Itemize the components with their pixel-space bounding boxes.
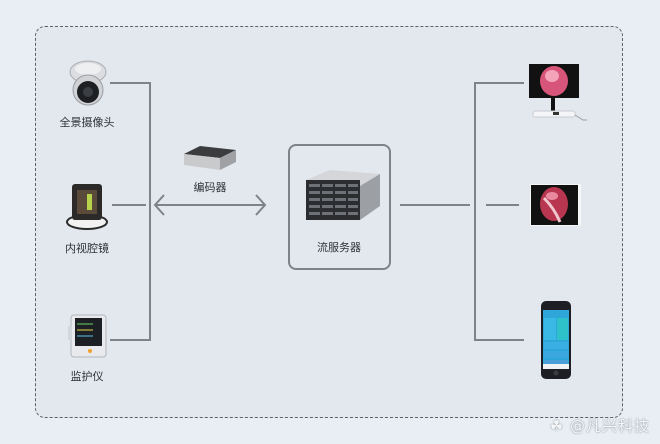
- monitor-label: 监护仪: [70, 370, 104, 383]
- watermark-text: @凡兴科技: [569, 417, 650, 435]
- rack-server-icon: [306, 170, 380, 220]
- camera-connector: [110, 82, 144, 84]
- endoscope-label: 内视腔镜: [65, 242, 109, 255]
- server-label: 流服务器: [317, 241, 361, 254]
- encoder-box-icon: [184, 146, 236, 170]
- smartphone-icon: [541, 301, 571, 379]
- endoscope-device-icon: [66, 184, 108, 230]
- left-bracket-vertical: [149, 82, 151, 340]
- camera-label: 全景摄像头: [59, 116, 115, 129]
- endoscopy-display-icon: [529, 64, 587, 121]
- encoder-server-double-arrow: [153, 194, 267, 216]
- encoder-label: 编码器: [193, 181, 227, 194]
- toutiao-logo-icon: ☘: [549, 417, 565, 435]
- display-station-connector: [474, 82, 524, 84]
- right-bracket-vertical: [474, 82, 476, 340]
- camera-connector-corner: [142, 82, 151, 84]
- watermark: ☘ @凡兴科技: [550, 415, 650, 436]
- tablet-connector: [486, 204, 519, 206]
- phone-connector: [474, 339, 524, 341]
- monitor-connector: [110, 339, 151, 341]
- patient-monitor-icon: [68, 314, 107, 358]
- server-output-connector: [400, 204, 470, 206]
- system-boundary-frame: [35, 26, 623, 418]
- server-node: [288, 144, 391, 270]
- arrow-head-right: [255, 194, 267, 216]
- arrow-head-left: [153, 194, 165, 216]
- endoscope-connector: [112, 204, 146, 206]
- tablet-icon: [530, 184, 581, 226]
- dome-camera-icon: [69, 60, 107, 106]
